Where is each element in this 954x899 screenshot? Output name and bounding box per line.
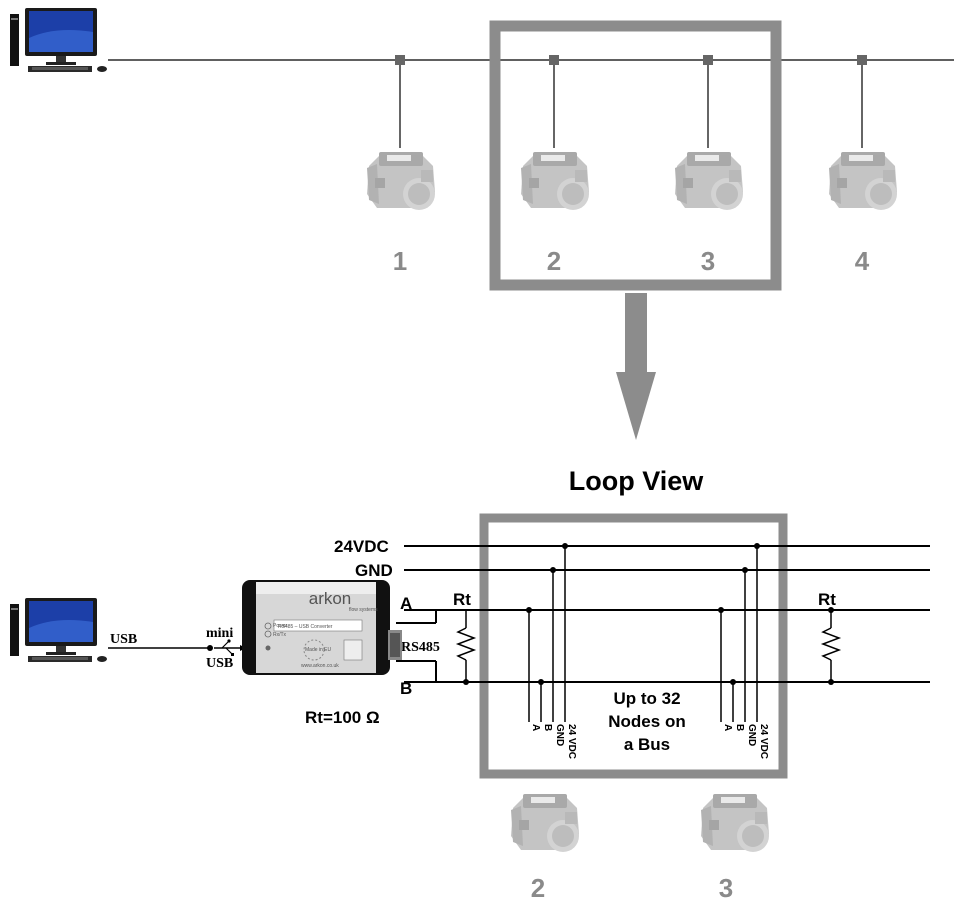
converter-led-power: Power — [273, 623, 288, 629]
mini-usb-label-2: USB — [206, 656, 233, 671]
resistor-right — [820, 607, 842, 685]
rs485-usb-converter — [242, 580, 402, 675]
bus-label-b: B — [400, 679, 412, 698]
flow-meter-icon-3 — [675, 152, 743, 210]
bottom-node-number-2: 2 — [531, 873, 545, 899]
rs485-label: RS485 — [401, 640, 440, 655]
down-arrow-icon — [616, 293, 656, 440]
resistor-left — [455, 610, 477, 685]
tap-label-gnd-left: GND — [554, 724, 565, 746]
top-tap-3 — [675, 55, 743, 210]
loop-view-title: Loop View — [569, 466, 705, 496]
bottom-node-number-3: 3 — [719, 873, 733, 899]
loop-box — [479, 513, 788, 779]
node-number-3: 3 — [701, 246, 715, 276]
bus-label-24vdc: 24VDC — [334, 537, 389, 556]
tap-label-gnd-right: GND — [746, 724, 757, 746]
tap-label-a-left: A — [530, 724, 541, 731]
node-number-4: 4 — [855, 246, 870, 276]
tap-label-24vdc-left: 24 VDC — [566, 724, 577, 759]
flow-meter-icon-bottom-3 — [701, 794, 769, 852]
top-tap-2 — [521, 55, 589, 210]
bus-label-gnd: GND — [355, 561, 393, 580]
mini-usb-label-1: mini — [206, 626, 233, 641]
flow-meter-icon-1 — [367, 152, 435, 210]
top-tap-4 — [829, 55, 897, 210]
converter-made-in: Made in EU — [305, 647, 332, 653]
resistor-value-label: Rt=100 Ω — [305, 708, 380, 727]
top-tap-1 — [367, 55, 435, 210]
converter-led-rx: Rx/Tx — [273, 632, 287, 638]
loop-note-line-1: Up to 32 — [613, 689, 680, 708]
resistor-right-label: Rt — [818, 590, 836, 609]
tap-label-a-right: A — [722, 724, 733, 731]
highlight-box — [489, 20, 782, 291]
node-taps-left — [526, 543, 568, 722]
node-number-2: 2 — [547, 246, 561, 276]
loop-note-line-2: Nodes on — [608, 712, 685, 731]
usb-label: USB — [110, 632, 137, 647]
rs485-bracket — [396, 609, 470, 682]
computer-icon-top — [10, 8, 107, 72]
node-number-1: 1 — [393, 246, 407, 276]
computer-icon-bottom — [10, 598, 107, 662]
converter-website: www.arkon.co.uk — [301, 663, 339, 669]
usb-symbol-icon — [214, 639, 246, 656]
bus-label-a: A — [400, 594, 412, 613]
converter-panel-text: RS485 – USB Converter — [278, 624, 333, 630]
flow-meter-icon-4 — [829, 152, 897, 210]
flow-meter-icon-2 — [521, 152, 589, 210]
loop-note-line-3: a Bus — [624, 735, 670, 754]
tap-label-b-left: B — [542, 724, 553, 731]
resistor-left-label: Rt — [453, 590, 471, 609]
converter-brand: arkon — [309, 589, 352, 608]
converter-brand-sub: flow systems — [349, 607, 378, 613]
tap-label-b-right: B — [734, 724, 745, 731]
node-taps-right — [718, 543, 760, 722]
flow-meter-icon-bottom-2 — [511, 794, 579, 852]
tap-label-24vdc-right: 24 VDC — [758, 724, 769, 759]
